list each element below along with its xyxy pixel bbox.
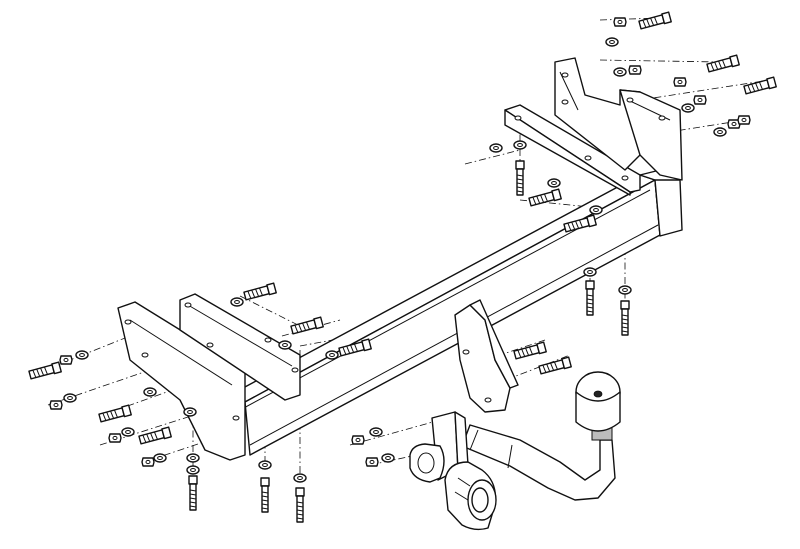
socket-plate xyxy=(409,411,469,483)
electrical-socket xyxy=(444,461,497,531)
center-bracket xyxy=(454,299,519,413)
tow-ball xyxy=(575,371,621,432)
crossbar xyxy=(229,169,683,456)
left-mounting-bracket xyxy=(117,293,301,461)
right-mounting-bracket xyxy=(504,57,683,196)
bolts xyxy=(28,11,777,523)
assembly-axis-lines xyxy=(39,17,771,480)
